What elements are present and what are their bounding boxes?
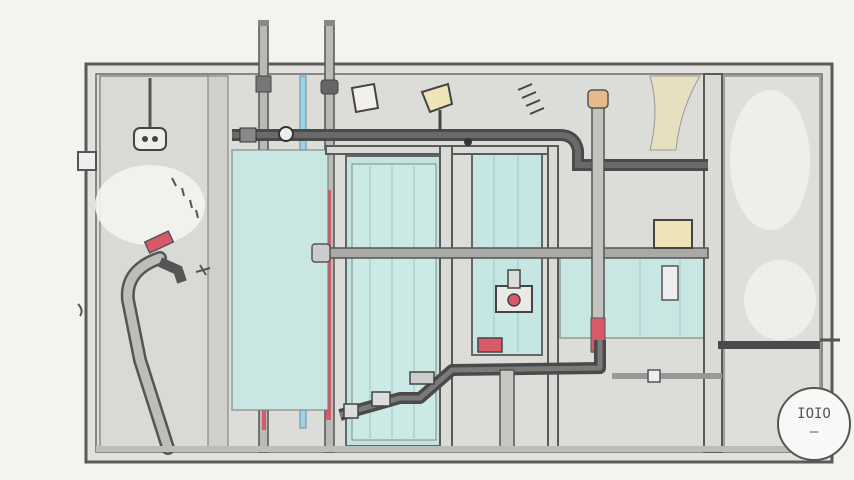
gauge-icon [653,219,693,301]
lower-drain-run [338,340,606,449]
mid-supply-pipe [311,243,709,263]
valve-icon [477,269,533,353]
ceiling-fixtures [350,75,701,301]
svg-text:—: — [810,424,819,440]
badge-label: IOIO [797,406,831,422]
hatch-icon [517,83,545,115]
outlet-icon [133,78,167,151]
faucet-icon [350,82,454,132]
left-drain-pipe [120,230,211,455]
left-room [77,75,229,455]
main-drain-pipe [232,126,708,171]
badge-icon: IOIO — [777,387,851,461]
floor [96,446,822,452]
right-room [612,75,840,449]
